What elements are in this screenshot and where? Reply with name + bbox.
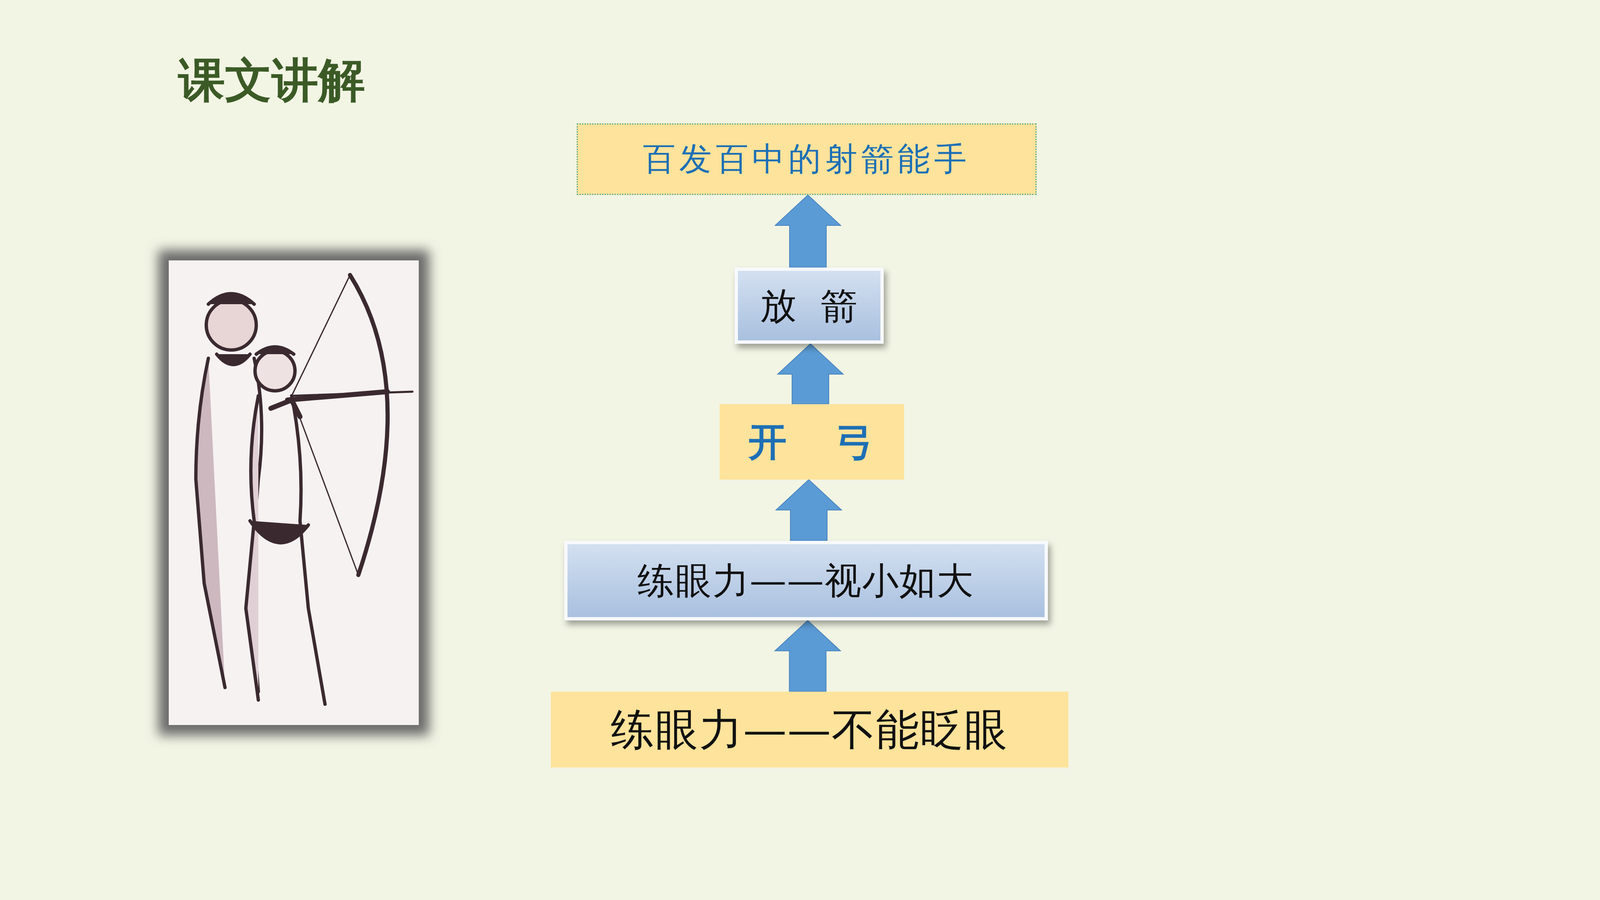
node-label: 百发百中的射箭能手 [642,139,971,179]
frame-paper [168,260,419,725]
frame-shadow [158,250,430,736]
block-arrow [775,620,841,692]
step-box: 练眼力——视小如大 [564,540,1048,621]
goal-box: 百发百中的射箭能手 [576,123,1037,195]
node-label: 练眼力——不能眨眼 [610,703,1009,756]
node-label: 练眼力——视小如大 [637,558,975,603]
slide-title: 课文讲解 [178,49,365,113]
step-box: 练眼力——不能眨眼 [550,691,1069,768]
step-box: 开 弓 [719,404,905,480]
block-arrow [775,195,841,268]
step-box: 放 箭 [734,267,884,344]
block-arrow [776,479,842,541]
block-arrow [777,343,844,405]
node-label: 放 箭 [760,283,859,328]
archer-figures [195,275,413,705]
node-label: 开 弓 [748,418,875,465]
